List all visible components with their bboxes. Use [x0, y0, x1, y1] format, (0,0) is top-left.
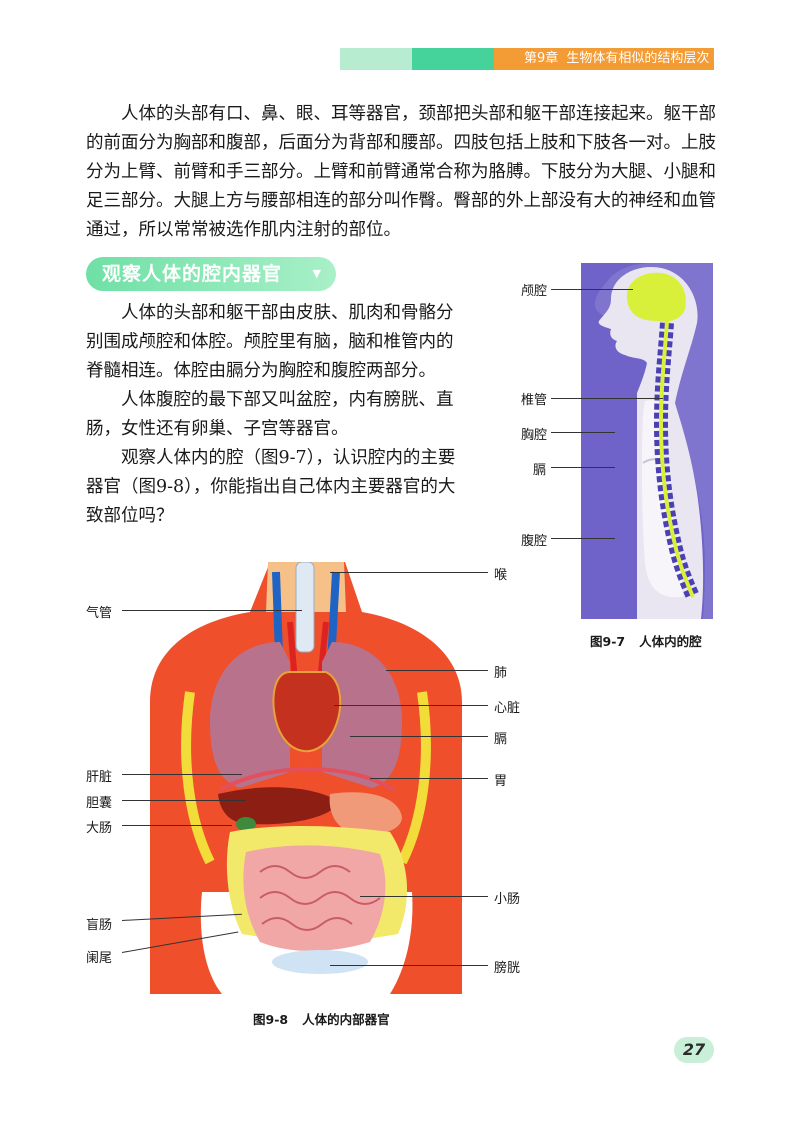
leader-line	[330, 572, 488, 573]
label-abdominal-cavity: 腹腔	[521, 534, 548, 549]
label-throat: 喉	[494, 568, 508, 583]
label-stomach: 胃	[494, 774, 508, 789]
leader-line	[551, 432, 615, 433]
caption-text: 人体内的腔	[639, 634, 702, 649]
label-diaphragm-8: 膈	[494, 732, 508, 747]
label-liver: 肝脏	[86, 770, 113, 785]
intro-text: 人体的头部有口、鼻、眼、耳等器官，颈部把头部和躯干部连接起来。躯干部的前面分为胸…	[86, 100, 716, 245]
section-paragraph-1: 人体的头部和躯干部由皮肤、肌肉和骨骼分别围成颅腔和体腔。颅腔里有脑，脑和椎管内的…	[86, 303, 454, 381]
leader-line	[370, 778, 488, 779]
figure-body-cavities	[581, 263, 713, 619]
leader-line	[122, 774, 242, 775]
leader-line	[122, 800, 246, 801]
caption-text: 人体的内部器官	[302, 1012, 390, 1027]
label-bladder: 膀胱	[494, 961, 521, 976]
header-stripe-orange	[494, 48, 714, 70]
header-stripe-light	[340, 48, 412, 70]
label-small-intestine: 小肠	[494, 892, 521, 907]
caption-number: 图9-7	[590, 634, 626, 649]
leader-line	[330, 965, 488, 966]
label-gallbladder: 胆囊	[86, 796, 113, 811]
label-trachea: 气管	[86, 606, 113, 621]
figure-9-7-caption: 图9-7 人体内的腔	[590, 631, 702, 650]
leader-line	[551, 538, 615, 539]
chapter-title: 生物体有相似的结构层次	[566, 51, 710, 66]
header-stripe-green	[412, 48, 494, 70]
intro-paragraph: 人体的头部有口、鼻、眼、耳等器官，颈部把头部和躯干部连接起来。躯干部的前面分为胸…	[86, 104, 716, 240]
internal-organs-illustration	[150, 561, 462, 994]
leader-line	[122, 825, 232, 826]
leader-line	[350, 736, 488, 737]
section-title-banner: 观察人体的腔内器官 ▼	[86, 257, 336, 291]
figure-9-8-caption: 图9-8 人体的内部器官	[253, 1009, 390, 1028]
section-title: 观察人体的腔内器官	[102, 263, 283, 285]
label-diaphragm-7: 膈	[533, 463, 547, 478]
leader-line	[551, 289, 633, 290]
label-thoracic-cavity: 胸腔	[521, 428, 548, 443]
chapter-number: 第9章	[524, 51, 559, 66]
page-number: 27	[674, 1037, 714, 1063]
section-paragraph-3: 观察人体内的腔（图9-7），认识腔内的主要器官（图9-8），你能指出自己体内主要…	[86, 448, 456, 526]
body-cavities-illustration	[595, 263, 713, 619]
leader-line	[551, 398, 663, 399]
figure-internal-organs	[150, 561, 462, 994]
leader-line	[334, 705, 488, 706]
label-spinal-canal: 椎管	[521, 393, 548, 408]
triangle-down-icon: ▼	[312, 267, 322, 280]
label-appendix: 阑尾	[86, 951, 113, 966]
leader-line	[551, 467, 615, 468]
chapter-header: 第9章 生物体有相似的结构层次	[524, 48, 709, 70]
label-large-intestine: 大肠	[86, 821, 113, 836]
label-cecum: 盲肠	[86, 918, 113, 933]
leader-line	[386, 670, 488, 671]
section-paragraph-2: 人体腹腔的最下部又叫盆腔，内有膀胱、直肠，女性还有卵巢、子宫等器官。	[86, 390, 454, 439]
section-body: 人体的头部和躯干部由皮肤、肌肉和骨骼分别围成颅腔和体腔。颅腔里有脑，脑和椎管内的…	[86, 299, 458, 531]
leader-line	[122, 610, 302, 611]
label-lung: 肺	[494, 666, 508, 681]
label-cranial-cavity: 颅腔	[521, 284, 548, 299]
label-heart: 心脏	[494, 701, 521, 716]
leader-line	[360, 896, 488, 897]
caption-number: 图9-8	[253, 1012, 289, 1027]
